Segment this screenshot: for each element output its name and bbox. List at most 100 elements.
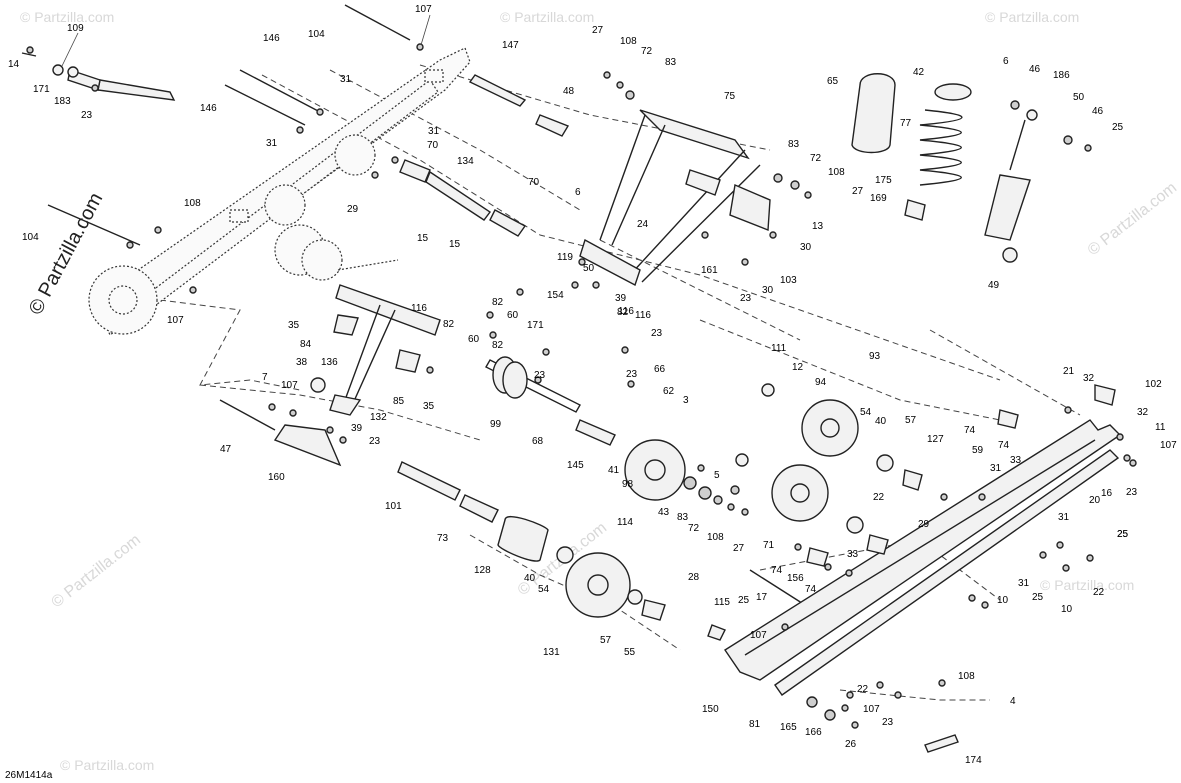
callout: 72 (641, 46, 653, 57)
callout: 107 (415, 4, 432, 46)
part-label: 27 (852, 186, 864, 197)
part-label: 146 (263, 33, 280, 44)
callout: 15 (449, 239, 461, 250)
part-label: 72 (641, 46, 653, 57)
callout: 108 (958, 671, 975, 682)
part-label: 72 (810, 153, 822, 164)
callout: 81 (749, 719, 761, 730)
part-label: 165 (780, 722, 797, 733)
callout: 15 (417, 233, 429, 244)
callout: 108 (828, 167, 845, 178)
part-label: 93 (869, 351, 881, 362)
part-label: 85 (393, 396, 405, 407)
callout: 6 (1003, 56, 1009, 67)
diagram-reference-code: 26M1414a (5, 770, 53, 781)
callout: 156 (787, 573, 804, 584)
callout: 131 (543, 647, 560, 658)
part-label: 31 (1018, 578, 1030, 589)
callout: 119 (557, 252, 573, 263)
callout: 23 (740, 293, 752, 304)
callout: 39 (351, 423, 363, 434)
part-label: 25 (1112, 122, 1124, 133)
part-label: 20 (1089, 495, 1101, 506)
part-label: 166 (805, 727, 822, 738)
callout: 27 (852, 186, 864, 197)
part-label: 101 (385, 501, 402, 512)
callout: 6 (575, 187, 581, 198)
callout: 23 (81, 110, 93, 121)
callout: 49 (988, 280, 1000, 291)
part-label: 6 (575, 187, 581, 198)
part-label: 74 (998, 440, 1010, 451)
part-label: 82 (443, 319, 455, 330)
part-label: 27 (733, 543, 745, 554)
callout: 31 (1058, 512, 1070, 523)
callout: 72 (810, 153, 822, 164)
part-label: 23 (882, 717, 894, 728)
watermark-text: © Partzilla.com (60, 757, 154, 773)
part-label: 6 (1003, 56, 1009, 67)
part-label: 5 (714, 470, 720, 481)
callout: 116 (618, 306, 634, 317)
part-label: 30 (762, 285, 774, 296)
part-label: 84 (300, 339, 312, 350)
part-label: 98 (622, 479, 634, 490)
callout: 98 (622, 479, 634, 490)
callout: 39 (615, 293, 627, 304)
part-label: 66 (654, 364, 666, 375)
callout: 77 (900, 118, 912, 129)
watermark-text: © Partzilla.com (985, 9, 1079, 25)
part-label: 23 (369, 436, 381, 447)
callout: 146 (263, 33, 280, 44)
callout: 57 (905, 415, 917, 426)
callout: 74 (805, 584, 817, 595)
callout: 111 (771, 343, 787, 354)
part-label: 102 (1145, 379, 1162, 390)
lower-tubes (219, 399, 806, 606)
callout: 21 (1063, 366, 1075, 377)
part-label: 55 (624, 647, 636, 658)
callout: 154 (547, 290, 564, 301)
main-shock-assembly (851, 73, 1038, 263)
part-label: 32 (1083, 373, 1095, 384)
part-label: 109 (67, 23, 84, 34)
callout: 66 (654, 364, 666, 375)
callout: 33 (847, 549, 859, 560)
part-label: 107 (281, 380, 298, 391)
part-label: 146 (200, 103, 217, 114)
callout: 108 (620, 36, 637, 47)
callout: 4 (1010, 696, 1016, 707)
long-bolts (47, 4, 411, 246)
part-label: 134 (457, 156, 474, 167)
callout: 85 (393, 396, 405, 407)
callout: 14 (8, 59, 20, 70)
callout: 82 (443, 319, 455, 330)
callout: 62 (663, 386, 675, 397)
callout: 175 (875, 175, 892, 186)
callout: 74 (964, 425, 976, 436)
part-label: 11 (1155, 422, 1166, 433)
callout: 42 (913, 67, 925, 78)
callout: 13 (812, 221, 824, 232)
callout: 46 (1029, 64, 1041, 75)
callout: 31 (428, 126, 440, 137)
callout: 30 (762, 285, 774, 296)
callout: 82 (492, 297, 504, 308)
part-label: 154 (547, 290, 564, 301)
callout: 169 (870, 193, 887, 204)
part-label: 171 (527, 320, 544, 331)
part-label: 29 (347, 204, 359, 215)
part-label: 38 (296, 357, 308, 368)
part-label: 30 (800, 242, 812, 253)
part-label: 12 (792, 362, 804, 373)
callout: 47 (220, 444, 232, 455)
idler-wheels (556, 383, 894, 618)
callout: 20 (1089, 495, 1101, 506)
callout: 32 (1083, 373, 1095, 384)
part-label: 16 (1101, 488, 1113, 499)
callout: 40 (524, 573, 536, 584)
callout: 31 (266, 138, 278, 149)
axle-tubes (399, 74, 570, 237)
part-label: 74 (771, 565, 783, 576)
